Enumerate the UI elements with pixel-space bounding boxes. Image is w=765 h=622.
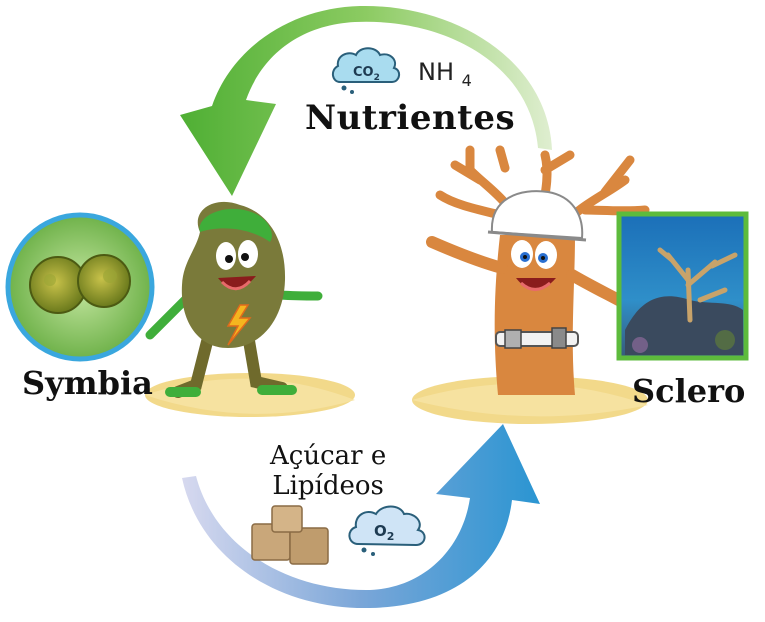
sugar-label-line2: Lipídeos (272, 471, 384, 501)
cloud-o2-icon: O2 (348, 505, 426, 556)
nh4-base: NH (418, 58, 454, 86)
o2-subscript: 2 (387, 530, 395, 543)
symbia-cell-image (5, 212, 155, 362)
sugar-label-line1: Açúcar e (270, 441, 387, 471)
svg-text:CO2: CO2 (353, 65, 380, 83)
nh4-subscript: 4 (461, 70, 472, 90)
symbia-label: Symbia (22, 364, 153, 402)
co2-label: CO (353, 65, 374, 80)
nutrient-arrow (180, 5, 552, 197)
lightning-icon (226, 304, 252, 346)
sclero-character (412, 145, 650, 424)
co2-subscript: 2 (374, 73, 380, 83)
o2-label: O (374, 522, 387, 540)
nutrientes-label: Nutrientes (305, 98, 516, 138)
svg-text:O2: O2 (374, 522, 394, 543)
sugar-arrow (182, 424, 540, 609)
sclero-label: Sclero (632, 372, 746, 410)
sugar-lipids-label: Açúcar e Lipídeos (270, 441, 386, 501)
coral-reef-photo (616, 211, 749, 361)
sugar-cubes-icon (251, 505, 329, 565)
symbia-character (145, 201, 355, 417)
cloud-co2-icon: CO2 (332, 47, 400, 94)
nh4-label: NH 4 (418, 58, 472, 90)
